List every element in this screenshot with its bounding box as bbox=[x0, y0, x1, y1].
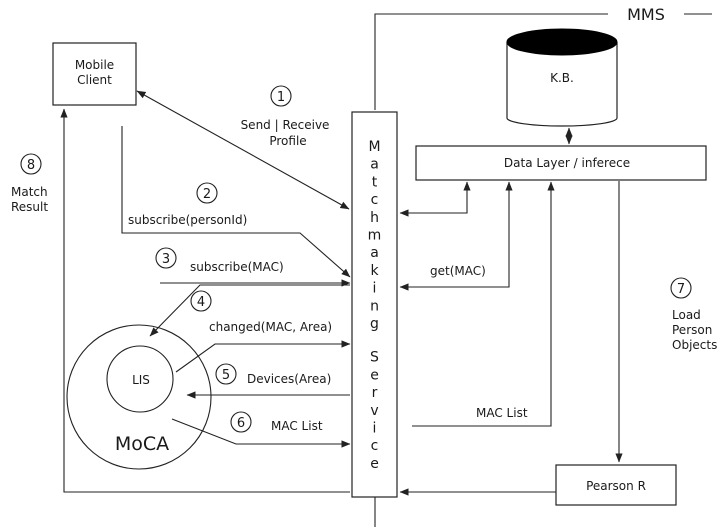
step-8-label-line2: Result bbox=[11, 200, 48, 214]
step-7-label-line3: Objects bbox=[672, 338, 717, 352]
step-7-label-line1: Load bbox=[672, 308, 701, 322]
edge-mac-list-datalayer bbox=[412, 181, 555, 427]
step-8-marker: 8 bbox=[20, 153, 42, 175]
edge-service-data-layer bbox=[399, 181, 471, 217]
step-2-label: subscribe(personId) bbox=[128, 213, 247, 227]
moca-node: MoCA bbox=[66, 324, 212, 470]
step-5-label: Devices(Area) bbox=[247, 372, 331, 386]
svg-text:7: 7 bbox=[677, 282, 685, 297]
service-letter: k bbox=[370, 263, 379, 279]
service-letter: e bbox=[370, 456, 379, 472]
service-letter: r bbox=[372, 385, 378, 401]
service-letter: c bbox=[371, 192, 379, 208]
get-mac-label: get(MAC) bbox=[430, 264, 486, 278]
kb-label: K.B. bbox=[550, 71, 574, 85]
svg-text:6: 6 bbox=[237, 416, 245, 431]
svg-text:3: 3 bbox=[162, 252, 170, 267]
step-4-label: changed(MAC, Area) bbox=[209, 320, 332, 334]
step-5-marker: 5 bbox=[215, 363, 237, 385]
service-letter: t bbox=[372, 174, 378, 190]
service-letter: e bbox=[370, 367, 379, 383]
edge-changed-mac-area bbox=[175, 340, 351, 373]
kb-database: K.B. bbox=[506, 28, 618, 127]
svg-text:1: 1 bbox=[277, 90, 285, 105]
service-letter: i bbox=[373, 421, 377, 437]
mobile-client-label-line2: Client bbox=[77, 73, 112, 87]
step-1-marker: 1 bbox=[270, 85, 292, 107]
step-3-marker: 3 bbox=[155, 247, 177, 269]
mobile-client-node: Mobile Client bbox=[52, 42, 137, 106]
step-labels: Send | Receive Profile subscribe(personI… bbox=[11, 118, 717, 433]
step-markers: 1 2 3 4 5 6 7 8 bbox=[20, 85, 692, 433]
service-letter: a bbox=[370, 157, 379, 173]
svg-text:8: 8 bbox=[27, 158, 35, 173]
service-letter: M bbox=[368, 139, 380, 155]
service-letter: a bbox=[370, 245, 379, 261]
service-letter: n bbox=[370, 298, 379, 314]
service-letter: i bbox=[373, 281, 377, 297]
edge-mac-list-moca bbox=[171, 418, 351, 448]
step-4-marker: 4 bbox=[190, 290, 212, 312]
edges bbox=[60, 90, 623, 496]
service-letter: c bbox=[371, 438, 379, 454]
step-3-label: subscribe(MAC) bbox=[190, 260, 284, 274]
mms-label: MMS bbox=[627, 5, 665, 24]
step-2-marker: 2 bbox=[196, 182, 218, 204]
service-letter: v bbox=[370, 403, 378, 419]
lis-label: LIS bbox=[132, 373, 150, 387]
mac-list-datalayer-label: MAC List bbox=[476, 406, 528, 420]
edge-send-receive-profile bbox=[136, 90, 350, 210]
edge-subscribe-personid bbox=[121, 126, 351, 278]
step-1-label-line2: Profile bbox=[269, 134, 306, 148]
pearson-label: Pearson R bbox=[586, 479, 646, 493]
moca-label: MoCA bbox=[115, 433, 169, 455]
pearson-node: Pearson R bbox=[555, 464, 677, 506]
step-7-label-line2: Person bbox=[672, 323, 712, 337]
svg-text:5: 5 bbox=[222, 368, 230, 383]
svg-text:2: 2 bbox=[203, 187, 211, 202]
edge-subscribe-mac-to-moca bbox=[149, 284, 350, 337]
step-8-label-line1: Match bbox=[11, 185, 48, 199]
data-layer-node: Data Layer / inferece bbox=[415, 145, 707, 181]
step-1-label-line1: Send | Receive bbox=[241, 118, 330, 132]
svg-text:4: 4 bbox=[197, 295, 205, 310]
data-layer-label: Data Layer / inferece bbox=[504, 156, 630, 170]
step-6-marker: 6 bbox=[230, 411, 252, 433]
service-letter: S bbox=[370, 350, 379, 366]
mobile-client-label-line1: Mobile bbox=[75, 58, 114, 72]
edge-get-mac bbox=[399, 181, 513, 291]
edge-match-result bbox=[60, 108, 350, 493]
step-7-marker: 7 bbox=[670, 277, 692, 299]
service-letter: h bbox=[370, 210, 379, 226]
edge-labels: get(MAC) MAC List bbox=[430, 264, 528, 420]
mms-boundary: MMS bbox=[374, 5, 712, 527]
service-letter: m bbox=[368, 228, 382, 244]
step-6-label: MAC List bbox=[271, 419, 323, 433]
lis-node: LIS bbox=[106, 345, 174, 413]
service-letter: g bbox=[370, 316, 379, 332]
